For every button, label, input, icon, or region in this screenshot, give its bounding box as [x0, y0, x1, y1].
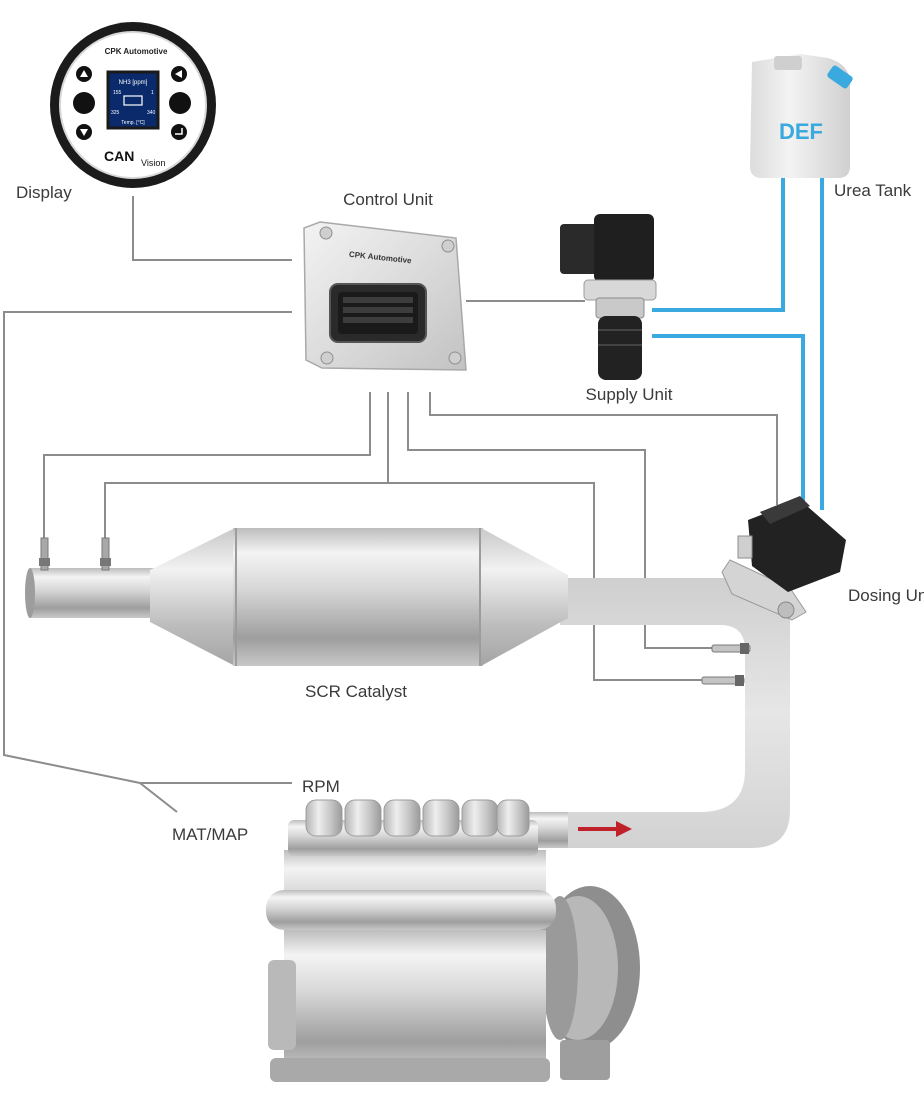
tank-label: DEF [779, 119, 823, 144]
canvision-logo-main: CAN [104, 148, 134, 164]
control-unit-device: CPK Automotive [303, 221, 467, 371]
wire-sensor-2 [104, 392, 389, 545]
display-device: NH3 [ppm] 155 1 325 340 Temp. [°C] CPK A… [50, 22, 216, 188]
svg-text:155: 155 [113, 90, 122, 96]
svg-text:Temp. [°C]: Temp. [°C] [121, 120, 145, 126]
dosing-unit [721, 496, 846, 621]
svg-text:CPK Automotive: CPK Automotive [105, 47, 168, 56]
wire-sensor-1 [43, 392, 371, 545]
svg-text:1: 1 [151, 90, 154, 96]
canvision-logo-sub: Vision [141, 158, 165, 168]
scr-catalyst-label: SCR Catalyst [305, 682, 407, 701]
urea-tank-label: Urea Tank [834, 181, 912, 200]
engine [266, 799, 640, 1082]
control-unit-label: Control Unit [343, 190, 433, 209]
dosing-unit-label: Dosing Unit [848, 586, 924, 605]
tank-cap [827, 65, 853, 89]
signal-wires [3, 196, 778, 813]
urea-tank: DEF [750, 54, 853, 178]
wire-display-control [132, 196, 292, 261]
wire-sensor-3 [407, 392, 715, 649]
svg-text:325: 325 [111, 110, 120, 116]
wire-control-dosing [429, 392, 778, 505]
battery-icon [123, 95, 143, 106]
urea-line-tank-supply [652, 178, 785, 312]
supply-unit [560, 214, 657, 380]
scr-catalyst: SCR Catalyst [150, 528, 568, 701]
rpm-label: RPM [302, 777, 340, 796]
wire-mat-map [139, 782, 178, 813]
enter-icon[interactable] [171, 124, 187, 140]
sensor-downstream-2 [701, 675, 745, 686]
svg-text:340: 340 [147, 110, 156, 116]
mat-map-label: MAT/MAP [172, 825, 248, 844]
display-label: Display [16, 183, 72, 202]
urea-lines [652, 178, 824, 510]
svg-text:NH3 [ppm]: NH3 [ppm] [119, 80, 148, 86]
wire-control-rpm [3, 311, 292, 784]
sensor-downstream-1 [711, 643, 751, 654]
flow-arrow-icon [578, 821, 632, 837]
supply-unit-label: Supply Unit [586, 385, 673, 404]
sensor-upstream-1 [39, 537, 50, 571]
urea-line-supply-dosing [652, 334, 805, 510]
sensor-upstream-2 [100, 537, 111, 571]
